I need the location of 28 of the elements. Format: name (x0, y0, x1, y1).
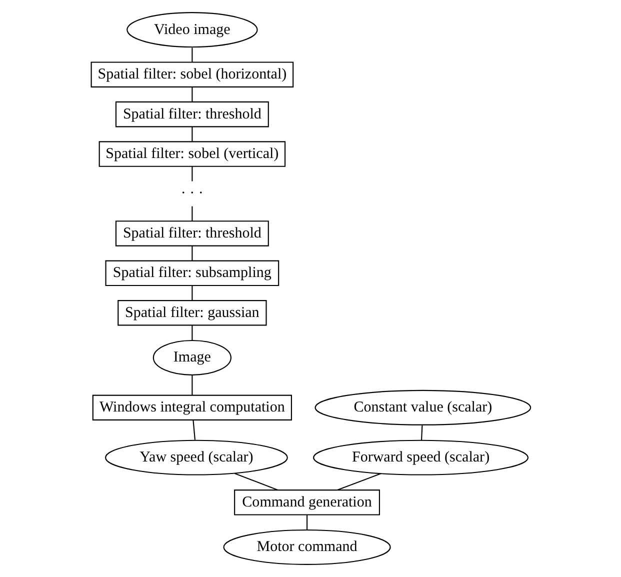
connector (191, 48, 192, 62)
node-box: Windows integral computation (92, 394, 292, 420)
connector (191, 286, 192, 300)
node-box: Spatial filter: threshold (114, 220, 268, 246)
node-box: Spatial filter: gaussian (117, 300, 266, 326)
connector (191, 246, 192, 261)
connector (306, 515, 308, 530)
connector (191, 87, 192, 102)
node-box: Spatial filter: threshold (114, 101, 268, 128)
connector (191, 126, 192, 142)
connector (192, 420, 195, 440)
node-ellipse: Video image (126, 12, 258, 48)
connector (191, 166, 192, 182)
node-box: Command generation (234, 490, 380, 516)
node-box: Spatial filter: subsampling (104, 260, 279, 286)
node-box: Spatial filter: sobel (horizontal) (90, 62, 294, 88)
node-ellipse: Motor command (222, 529, 390, 565)
connector (191, 326, 192, 340)
node-ellipse: Image (152, 340, 231, 376)
node-ellipse: Yaw speed (scalar) (104, 440, 288, 476)
connector (234, 472, 278, 491)
node-ellipse: Forward speed (scalar) (312, 440, 528, 476)
node-ellipse: Constant value (scalar) (314, 390, 531, 426)
connector (191, 206, 192, 221)
node-text: · · · (180, 186, 203, 202)
connector (420, 425, 422, 440)
node-box: Spatial filter: sobel (vertical) (98, 141, 286, 167)
connector (191, 375, 192, 396)
